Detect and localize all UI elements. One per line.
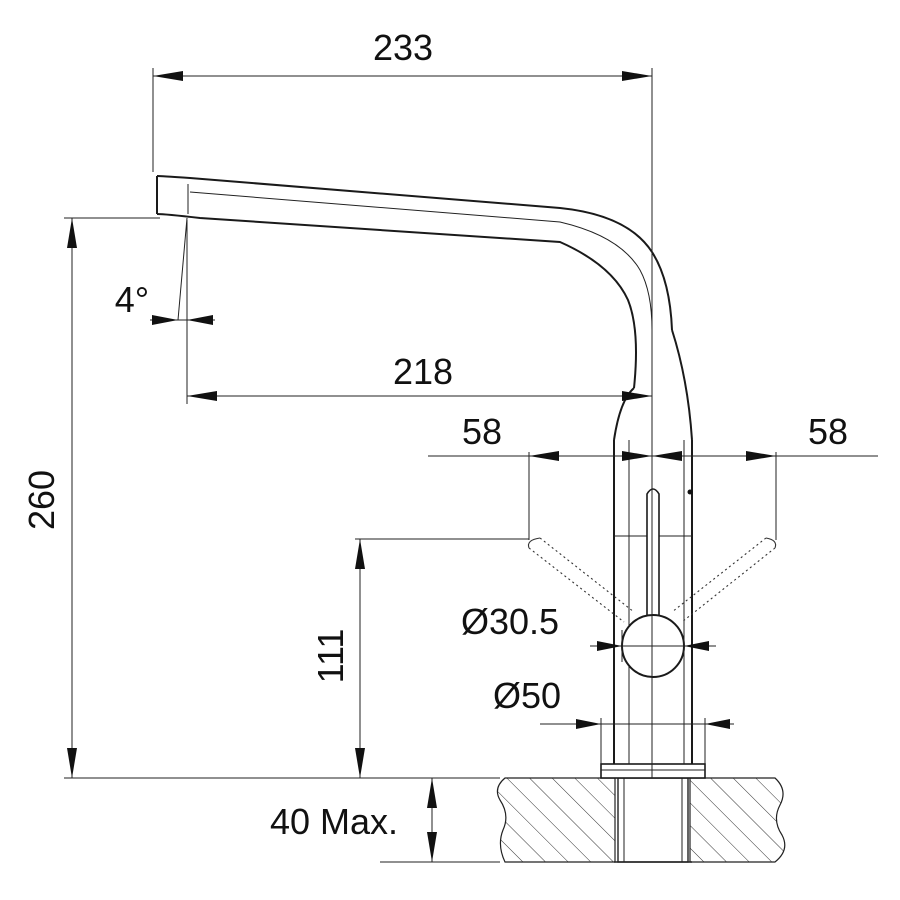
dim-218-arrow-left — [187, 391, 217, 401]
dim-260-arrow-bottom — [67, 748, 77, 778]
dim-260-arrow-top — [67, 218, 77, 248]
handle-swing-right-tip — [765, 537, 777, 549]
dim-hub-arrow-left — [597, 641, 622, 651]
dim-111-arrow-top — [355, 539, 365, 569]
dim-deck-arrow-top — [427, 778, 437, 808]
dim-233: 233 — [152, 27, 653, 778]
column-taper-left — [613, 387, 635, 441]
dim-base-arrow-left — [576, 719, 601, 729]
mounting-shank — [617, 777, 689, 863]
handle-swing-left-tip — [527, 537, 541, 549]
dim-58-right-arrow-right — [746, 451, 776, 461]
dim-58-right-label: 58 — [808, 411, 848, 452]
dim-base-arrow-right — [705, 719, 730, 729]
dim-angle-label: 4° — [115, 279, 149, 320]
dim-base-diameter: Ø50 — [493, 675, 734, 764]
dim-233-arrow-right — [622, 71, 652, 81]
dim-angle-arrow-left — [152, 315, 178, 325]
dim-58-left-arrow-left — [529, 451, 559, 461]
base-flange — [600, 763, 706, 779]
dim-58-left: 58 — [428, 411, 652, 540]
dim-58-left-label: 58 — [462, 411, 502, 452]
dim-angle-ref-line — [177, 217, 188, 321]
spout-bottom-outline — [156, 213, 637, 389]
dim-233-label: 233 — [373, 27, 433, 68]
dim-deck-arrow-bottom — [427, 832, 437, 862]
dim-218-arrow-right — [622, 391, 652, 401]
spout-top-outline — [156, 175, 673, 331]
dim-218-label: 218 — [393, 351, 453, 392]
dim-base-label: Ø50 — [493, 675, 561, 716]
handle-lever — [646, 488, 660, 616]
dim-58-left-arrow-right — [622, 451, 652, 461]
dim-angle-arrow-right — [187, 315, 213, 325]
dim-111: 111 — [310, 538, 529, 778]
dim-260-label: 260 — [21, 470, 62, 530]
dim-58-right: 58 — [652, 411, 878, 540]
dim-111-arrow-bottom — [355, 748, 365, 778]
handle-swing-left-ghost — [528, 537, 635, 623]
dim-58-right-arrow-left — [652, 451, 682, 461]
dim-233-arrow-left — [153, 71, 183, 81]
dim-111-label: 111 — [310, 629, 351, 684]
faucet-body — [156, 175, 777, 779]
indicator-dot — [687, 489, 693, 495]
dim-hub-label: Ø30.5 — [461, 601, 559, 642]
dim-deck-label: 40 Max. — [270, 801, 398, 842]
column-taper-right — [671, 329, 693, 441]
dim-hub-arrow-right — [684, 641, 709, 651]
dim-hub-diameter: Ø30.5 — [461, 601, 716, 662]
deck-section-left — [496, 777, 616, 863]
countertop-deck — [496, 777, 786, 863]
dim-deck-thickness: 40 Max. — [270, 778, 500, 863]
dim-218: 218 — [186, 220, 652, 404]
dim-260: 260 — [21, 217, 500, 779]
spout-centre-line — [189, 191, 653, 331]
dim-angle: 4° — [115, 217, 215, 325]
handle-swing-right-ghost — [671, 537, 776, 623]
deck-section-right — [689, 777, 786, 863]
